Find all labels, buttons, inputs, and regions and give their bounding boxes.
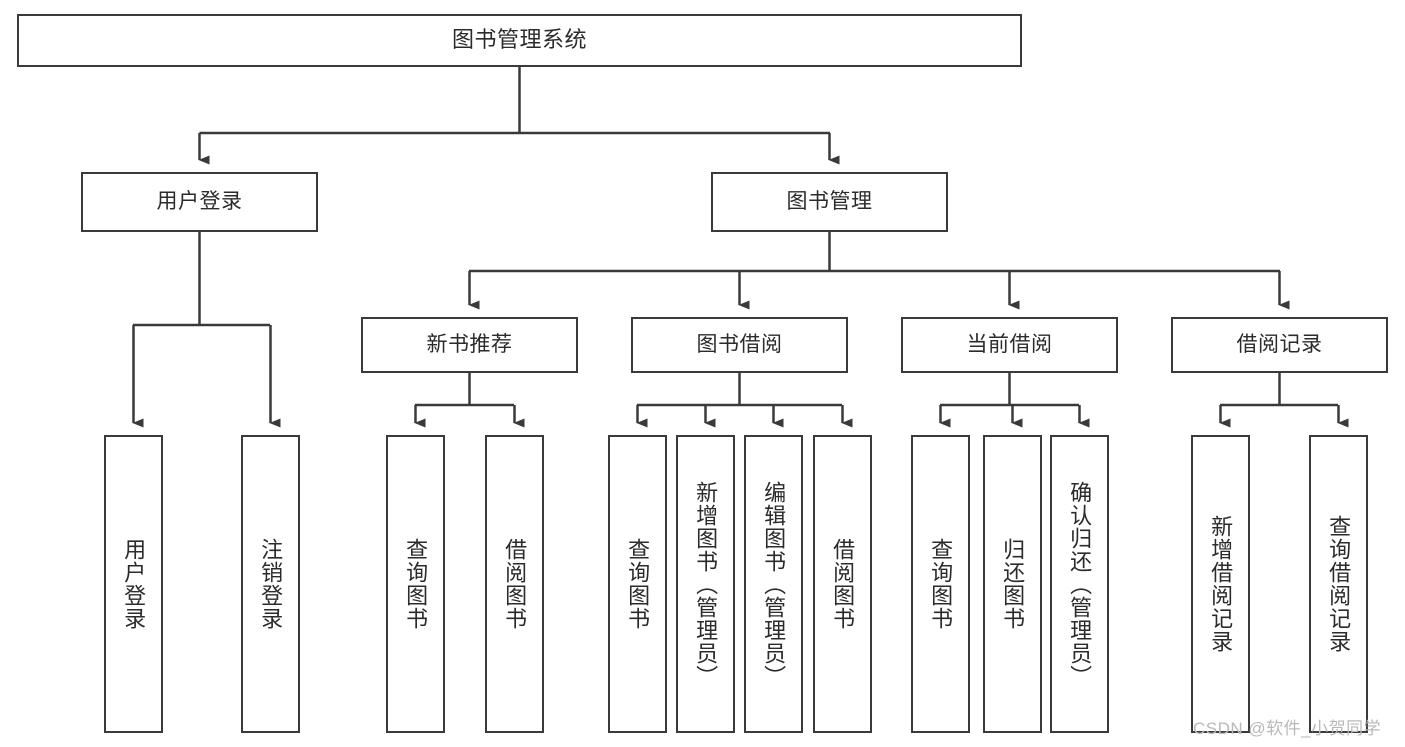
node-borrow-record[interactable]: 借阅记录 [1171, 317, 1388, 373]
leaf-confirm-return-admin-label: 确认归还（管理员） [1067, 480, 1093, 688]
node-root-label: 图书管理系统 [451, 27, 587, 53]
node-book-management-label: 图书管理 [786, 190, 873, 214]
leaf-add-book-admin-label: 新增图书（管理员） [693, 480, 719, 688]
leaf-return-book-label: 归还图书 [1000, 538, 1026, 630]
leaf-add-borrow-record-label: 新增借阅记录 [1208, 515, 1234, 653]
leaf-add-borrow-record[interactable]: 新增借阅记录 [1191, 435, 1250, 733]
node-book-borrow-label: 图书借阅 [696, 333, 783, 357]
node-new-book-recommend[interactable]: 新书推荐 [361, 317, 578, 373]
leaf-return-book[interactable]: 归还图书 [983, 435, 1042, 733]
node-user-login[interactable]: 用户登录 [81, 172, 318, 232]
leaf-query-book-newbook[interactable]: 查询图书 [386, 435, 445, 733]
node-current-borrow[interactable]: 当前借阅 [901, 317, 1118, 373]
leaf-user-login-label: 用户登录 [121, 538, 147, 630]
leaf-edit-book-admin[interactable]: 编辑图书（管理员） [744, 435, 803, 733]
leaf-user-login[interactable]: 用户登录 [104, 435, 163, 733]
leaf-borrow-book-borrow-label: 借阅图书 [830, 538, 856, 630]
node-book-borrow[interactable]: 图书借阅 [631, 317, 848, 373]
leaf-query-book-current-label: 查询图书 [928, 538, 954, 630]
node-new-book-recommend-label: 新书推荐 [426, 333, 513, 357]
leaf-query-book-borrow[interactable]: 查询图书 [608, 435, 667, 733]
leaf-user-logout-label: 注销登录 [258, 538, 284, 630]
node-root[interactable]: 图书管理系统 [17, 14, 1022, 67]
leaf-query-book-newbook-label: 查询图书 [403, 538, 429, 630]
leaf-edit-book-admin-label: 编辑图书（管理员） [761, 480, 787, 688]
leaf-confirm-return-admin[interactable]: 确认归还（管理员） [1050, 435, 1109, 733]
leaf-add-book-admin[interactable]: 新增图书（管理员） [676, 435, 735, 733]
node-current-borrow-label: 当前借阅 [966, 333, 1053, 357]
leaf-query-borrow-record[interactable]: 查询借阅记录 [1309, 435, 1368, 733]
leaf-borrow-book-newbook[interactable]: 借阅图书 [485, 435, 544, 733]
node-book-management[interactable]: 图书管理 [711, 172, 948, 232]
node-user-login-label: 用户登录 [156, 190, 243, 214]
leaf-query-book-borrow-label: 查询图书 [625, 538, 651, 630]
leaf-borrow-book-borrow[interactable]: 借阅图书 [813, 435, 872, 733]
leaf-query-borrow-record-label: 查询借阅记录 [1326, 515, 1352, 653]
csdn-watermark: CSDN @软件_小贺同学 [1193, 719, 1382, 738]
node-borrow-record-label: 借阅记录 [1236, 333, 1323, 357]
leaf-query-book-current[interactable]: 查询图书 [911, 435, 970, 733]
leaf-borrow-book-newbook-label: 借阅图书 [502, 538, 528, 630]
leaf-user-logout[interactable]: 注销登录 [241, 435, 300, 733]
